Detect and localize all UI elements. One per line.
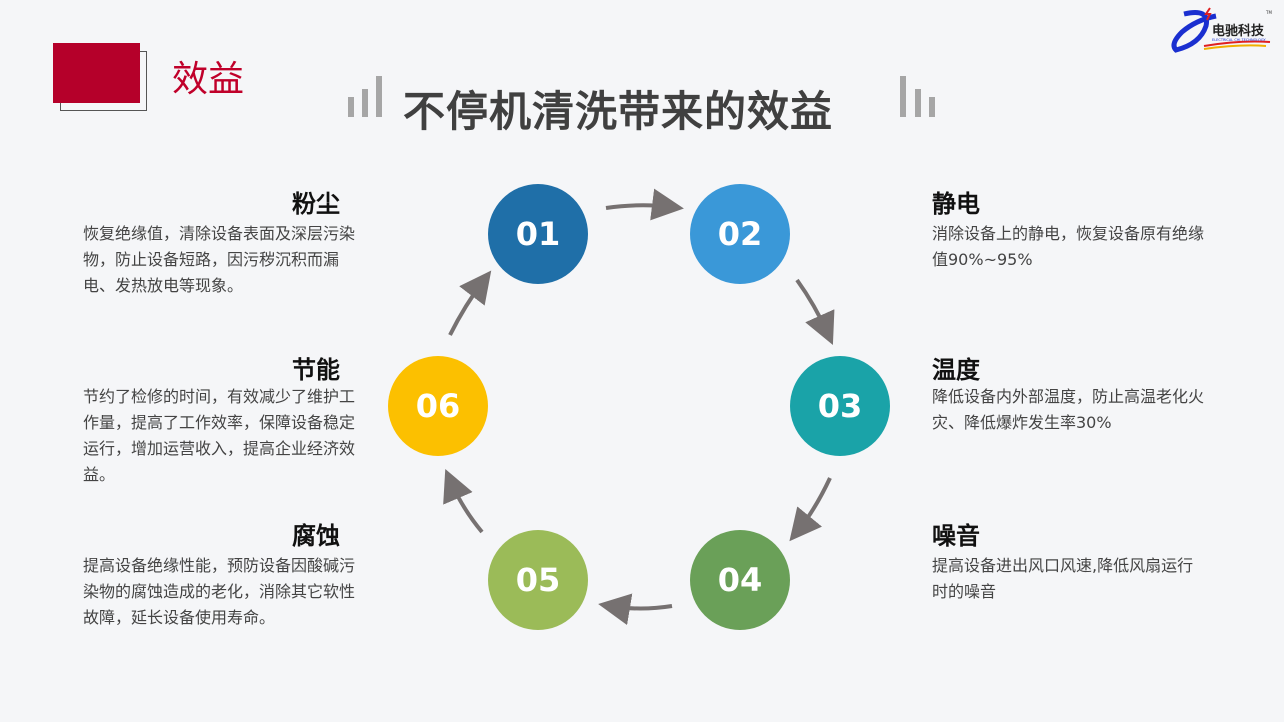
title-deco-bar [900,76,906,117]
item-title-dust: 粉尘 [292,190,340,218]
title-deco-bar [376,76,382,117]
item-text-static: 消除设备上的静电，恢复设备原有绝缘值90%~95% [932,224,1205,269]
item-text-temperature: 降低设备内外部温度，防止高温老化火灾、降低爆炸发生率30% [932,387,1205,432]
step-circle-04: 04 [690,530,790,630]
section-label: 效益 [172,59,245,100]
item-title-energy: 节能 [292,356,340,384]
company-logo: 电驰科技 ELECTRICAL CHI TECHNOLOGY TM [1170,4,1274,56]
title-deco-bar [348,97,354,117]
title-deco-bar [929,97,935,117]
svg-text:TM: TM [1265,10,1272,15]
step-circle-05: 05 [488,530,588,630]
item-text-corrosion: 提高设备绝缘性能，预防设备因酸碱污染物的腐蚀造成的老化，消除其它软性故障，延长设… [83,556,356,627]
step-circle-02: 02 [690,184,790,284]
step-circle-03: 03 [790,356,890,456]
arrow-01-02 [605,188,684,221]
title-deco-bar [915,89,921,117]
arrow-05-06 [443,468,484,534]
arrow-03-04 [789,477,832,542]
svg-text:ELECTRICAL CHI TECHNOLOGY: ELECTRICAL CHI TECHNOLOGY [1212,38,1266,42]
item-text-dust: 恢复绝缘值，清除设备表面及深层污染物，防止设备短路，因污秽沉积而漏电、发热放电等… [83,224,356,295]
item-title-noise: 噪音 [932,522,980,550]
item-title-temperature: 温度 [932,356,980,384]
item-title-static: 静电 [932,190,980,218]
svg-text:电驰科技: 电驰科技 [1212,23,1265,39]
arrow-04-05 [598,593,673,626]
section-marker [53,43,140,103]
arrow-02-03 [795,278,835,345]
item-text-energy: 节约了检修的时间，有效减少了维护工作量，提高了工作效率，保障设备稳定运行，增加运… [83,387,356,484]
title-deco-bar [362,89,368,117]
arrow-06-01 [448,270,492,336]
item-title-corrosion: 腐蚀 [292,522,340,550]
item-text-noise: 提高设备进出风口风速,降低风扇运行时的噪音 [932,556,1194,601]
page-title: 不停机清洗带来的效益 [403,87,834,136]
step-circle-01: 01 [488,184,588,284]
step-circle-06: 06 [388,356,488,456]
